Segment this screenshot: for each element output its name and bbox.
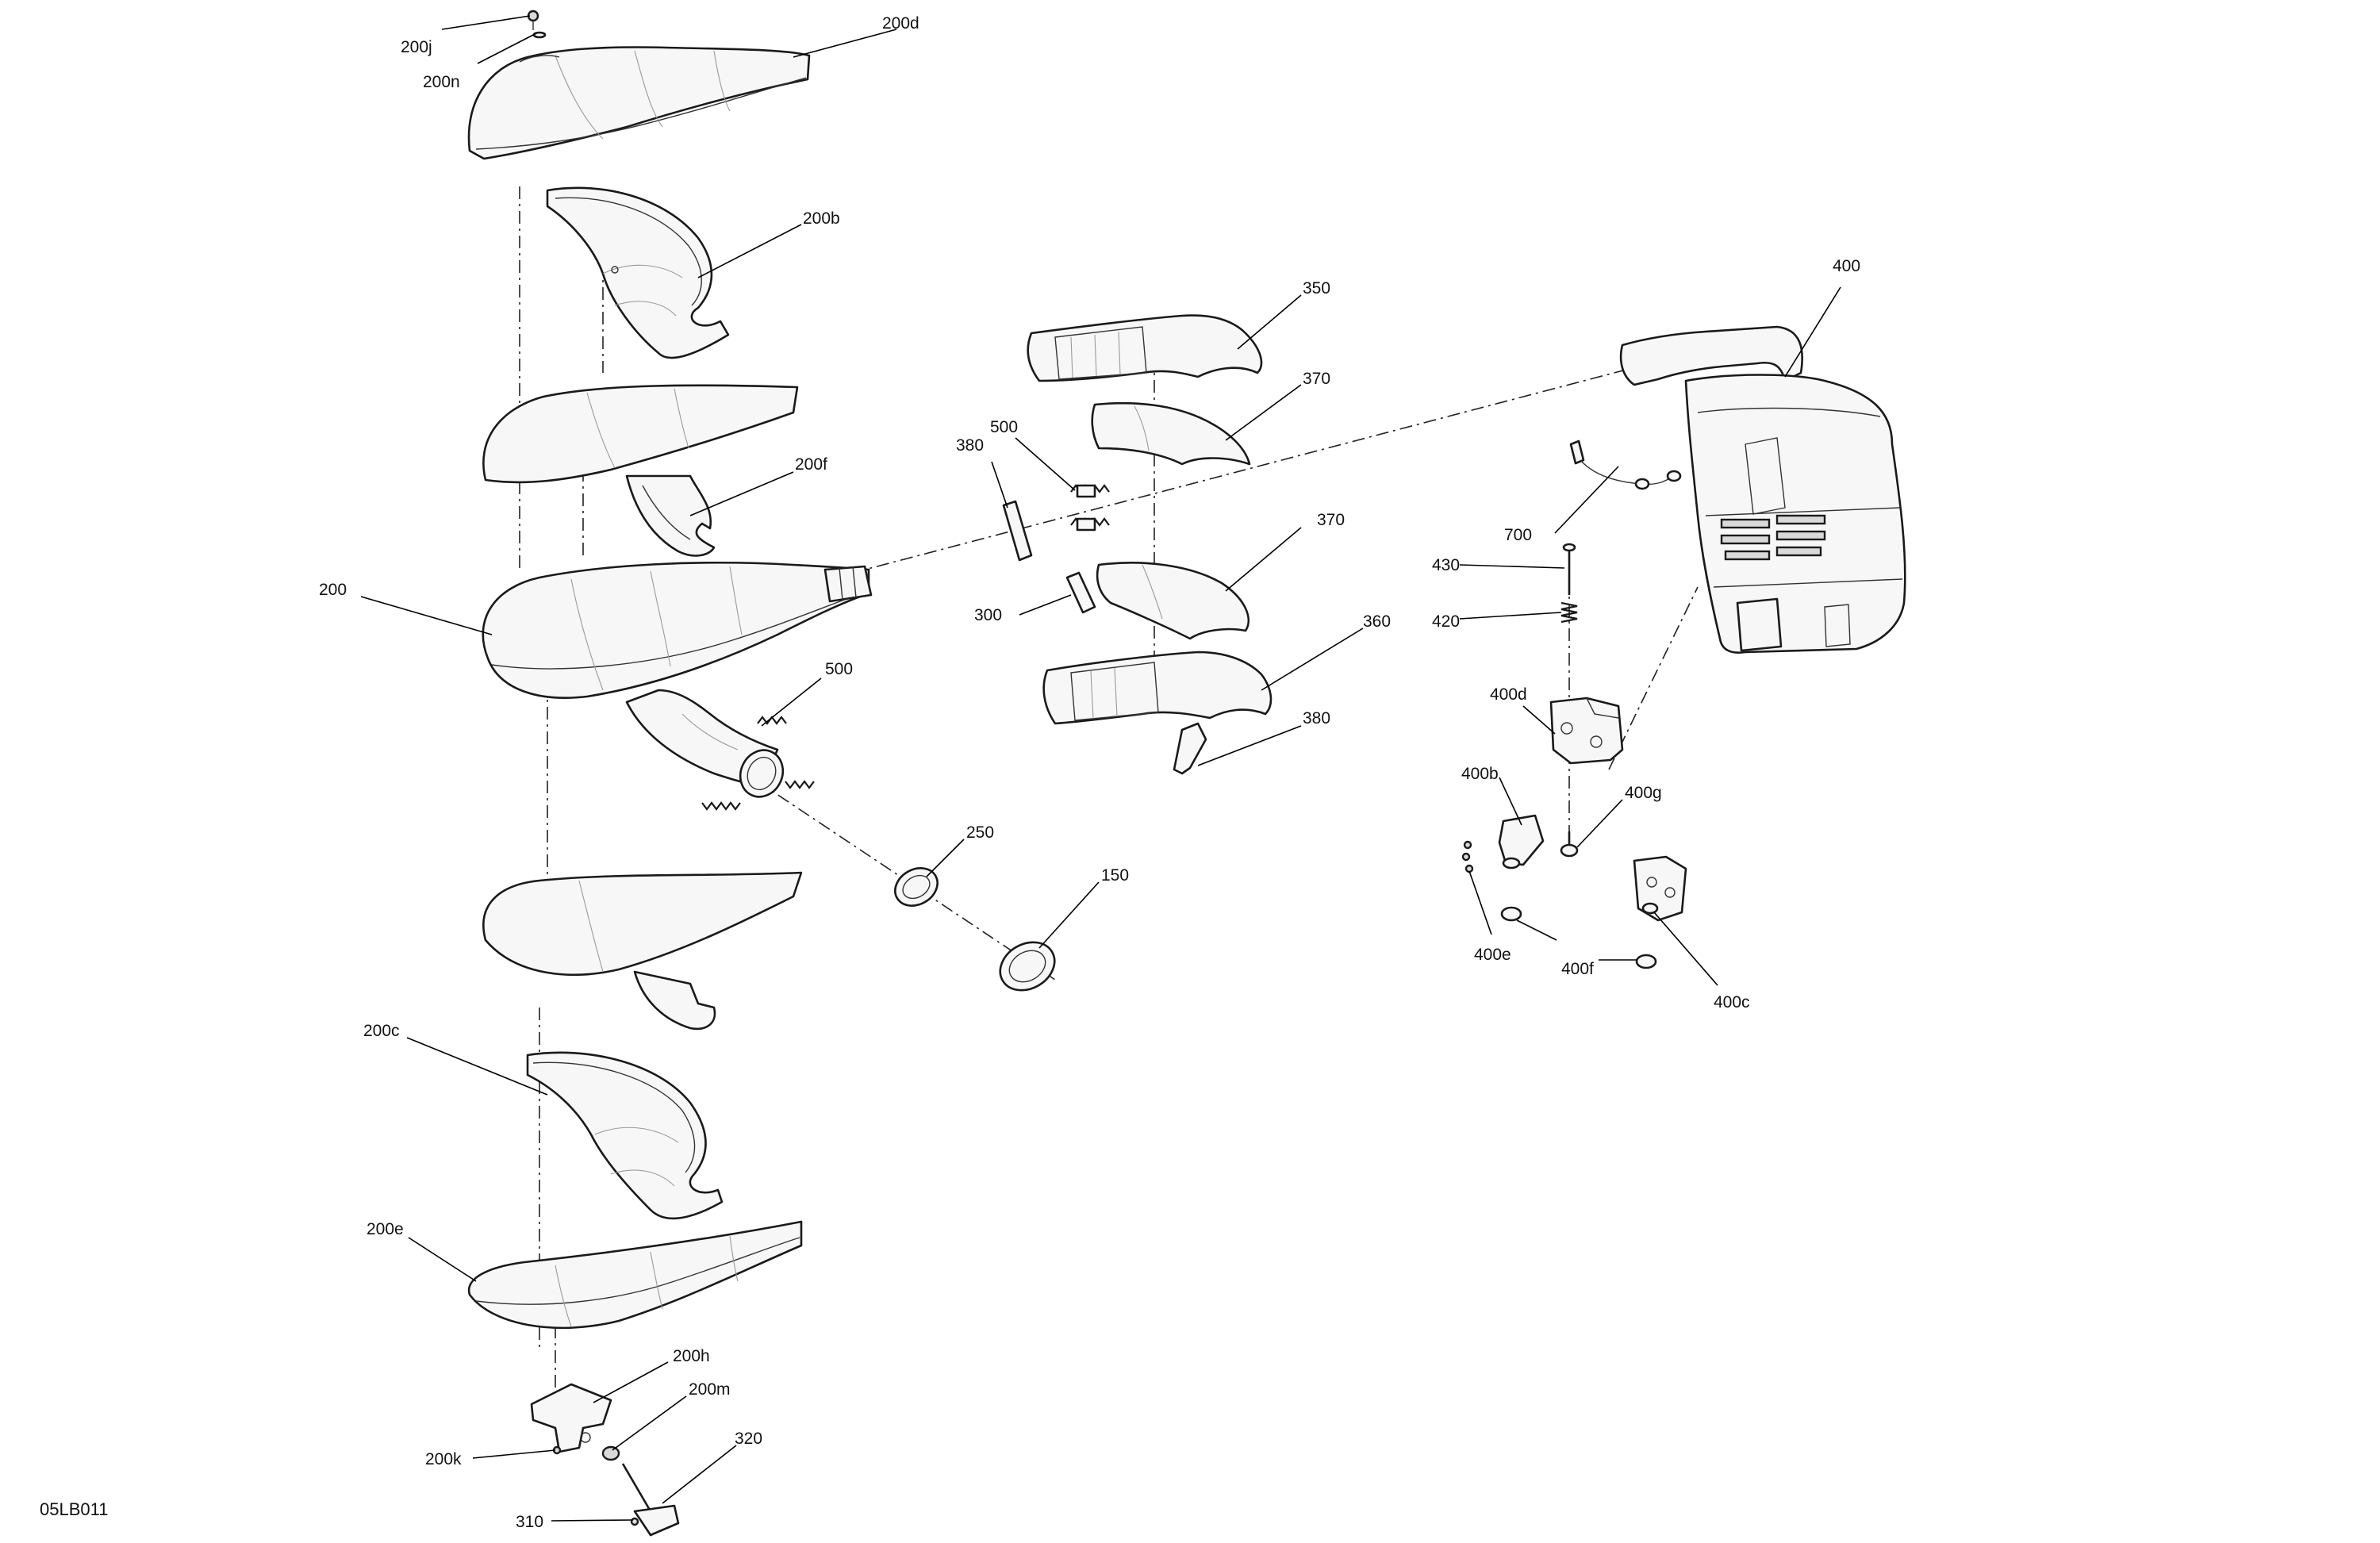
grommet-400f-left [1500,906,1522,922]
callout-200m: 200m [689,1380,731,1399]
screw-200j [527,10,539,30]
block-380-lower [1173,722,1207,775]
sleeve-350 [1027,314,1263,382]
callout-430: 430 [1432,556,1460,574]
leader-lines [360,15,1841,1522]
gasket-150 [999,941,1056,992]
spring-420 [1560,601,1578,624]
callout-700: 700 [1504,526,1532,544]
bracket-400c [1633,855,1687,922]
ring-300 [1065,571,1096,614]
callout-200e: 200e [367,1220,404,1238]
spring-500-middle [1070,484,1110,532]
grommet-400g [1560,831,1579,858]
callout-500-middle: 500 [990,418,1018,436]
callout-320: 320 [735,1430,762,1448]
sleeve-370-lower [1096,562,1250,640]
screws-400e [1461,840,1474,873]
sensor-700 [1569,439,1682,490]
callout-380-lower: 380 [1303,709,1330,727]
callout-400b: 400b [1461,765,1499,783]
heat-shield-bottom-200e [467,1220,803,1330]
sleeve-370-upper [1091,401,1251,466]
callout-380-upper: 380 [956,436,984,455]
heat-shield-lower-unlabelled [482,871,803,1031]
heat-shield-inner-200b [546,186,730,359]
sleeve-360 [1042,651,1273,725]
callout-400e: 400e [1474,946,1511,964]
callout-400d: 400d [1490,685,1527,704]
callout-300: 300 [974,606,1002,624]
muffler-400 [1619,325,1906,654]
block-380-upper [1002,500,1033,562]
callout-150: 150 [1101,866,1129,885]
callout-370-upper: 370 [1303,370,1330,388]
callout-200: 200 [319,581,347,599]
callout-400c: 400c [1714,993,1750,1011]
callout-200b: 200b [803,209,840,228]
callout-500-left: 500 [825,660,853,678]
rod-320 [621,1463,680,1537]
callout-370-lower: 370 [1317,511,1345,529]
callout-200f: 200f [795,455,827,474]
grommet-400f-right [1635,954,1657,969]
callout-400f: 400f [1561,960,1594,978]
gasket-250 [894,867,939,907]
washer-200m [601,1445,620,1461]
bracket-400d [1549,697,1624,765]
callout-200n: 200n [423,73,460,91]
callout-250: 250 [966,823,994,842]
callout-360: 360 [1363,612,1391,631]
heat-shield-upper-200d [467,46,811,160]
callout-200c: 200c [363,1022,400,1040]
callout-400: 400 [1833,257,1860,275]
callout-350: 350 [1303,279,1330,297]
callout-420: 420 [1432,612,1460,631]
callout-200k: 200k [425,1450,462,1468]
callout-200d: 200d [882,14,919,33]
heat-shield-200c [526,1051,724,1220]
callout-labels: 200j 200n 200d 200b 200f 200 500 250 150… [319,14,1860,1531]
tuned-pipe-200 [482,562,873,798]
callout-400g: 400g [1625,784,1662,802]
clip-310 [630,1517,639,1526]
bolt-430 [1562,543,1576,595]
heat-shield-middle-200f [482,384,799,557]
figure-reference-id: 05LB011 [40,1499,108,1519]
callout-200j: 200j [401,38,432,56]
callout-310: 310 [516,1513,543,1531]
bracket-200h [530,1383,612,1453]
bracket-400b [1498,814,1545,869]
callout-200h: 200h [673,1347,710,1365]
